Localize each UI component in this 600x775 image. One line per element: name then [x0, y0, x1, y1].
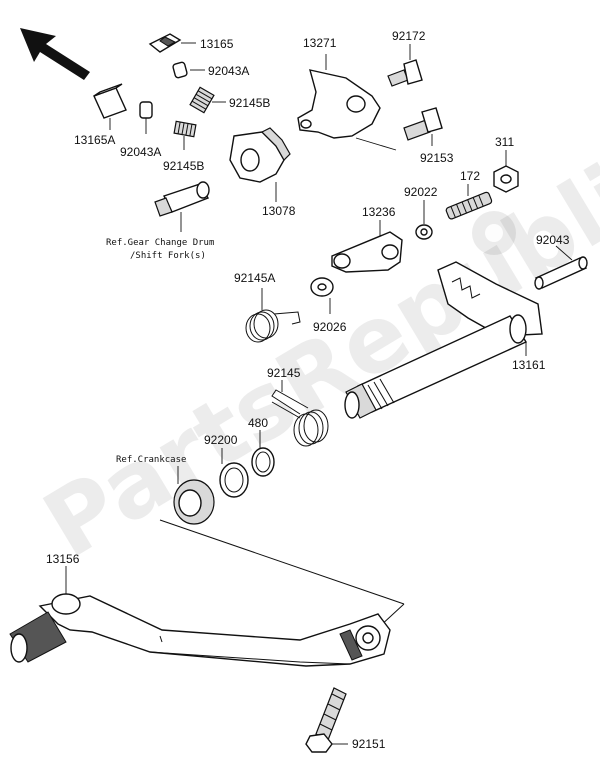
part-drum-pin[interactable] [154, 181, 210, 232]
callout-311: 311 [495, 135, 514, 149]
callout-92026: 92026 [313, 320, 347, 334]
front-direction-arrow-icon [20, 28, 90, 80]
callout-92145B-bottom: 92145B [163, 159, 204, 173]
part-13236[interactable] [331, 220, 403, 273]
ref-gear-change-drum: Ref.Gear Change Drum [106, 238, 214, 248]
callout-92153: 92153 [420, 151, 454, 165]
part-172[interactable] [445, 184, 493, 220]
callout-92151: 92151 [352, 737, 386, 751]
callout-92043A-top: 92043A [208, 64, 249, 78]
part-311[interactable] [493, 150, 519, 193]
callout-92145B-top: 92145B [229, 96, 270, 110]
callout-13165A: 13165A [74, 133, 115, 147]
part-480[interactable] [251, 430, 275, 477]
part-oil-seal[interactable] [173, 466, 215, 525]
part-13156[interactable] [9, 566, 391, 667]
callout-92145: 92145 [267, 366, 301, 380]
part-13161[interactable] [344, 261, 543, 419]
part-92153[interactable] [403, 107, 443, 146]
part-92022[interactable] [415, 200, 433, 240]
part-13271[interactable] [297, 54, 397, 151]
part-92145B-bottom[interactable] [173, 120, 197, 150]
part-92026[interactable] [310, 277, 334, 314]
callout-92172: 92172 [392, 29, 426, 43]
callout-13161: 13161 [512, 358, 546, 372]
part-92151[interactable] [305, 687, 348, 753]
part-92145[interactable] [271, 380, 329, 447]
gear-logo-icon [472, 211, 516, 255]
callout-92022: 92022 [404, 185, 438, 199]
ref-crankcase: Ref.Crankcase [116, 455, 186, 465]
callout-13165: 13165 [200, 37, 234, 51]
callout-92043A-bottom: 92043A [120, 145, 161, 159]
callout-13078: 13078 [262, 204, 296, 218]
part-92043[interactable] [534, 245, 588, 290]
callout-13271: 13271 [303, 36, 337, 50]
part-92043A-top[interactable] [172, 61, 205, 79]
part-13165[interactable] [148, 33, 196, 53]
part-13165A[interactable] [93, 83, 127, 130]
assembly-guide-lines [159, 519, 405, 629]
callout-92200: 92200 [204, 433, 238, 447]
part-92145B-top[interactable] [189, 86, 226, 114]
callout-13156: 13156 [46, 552, 80, 566]
callout-480: 480 [248, 416, 268, 430]
callout-92145A: 92145A [234, 271, 275, 285]
part-13078[interactable] [229, 127, 291, 202]
part-92043A-bottom[interactable] [139, 101, 153, 134]
part-92200[interactable] [219, 448, 249, 498]
callout-92043: 92043 [536, 233, 570, 247]
callout-172: 172 [460, 169, 480, 183]
callout-13236: 13236 [362, 205, 396, 219]
part-92145A[interactable] [245, 288, 301, 343]
part-92172[interactable] [387, 44, 423, 87]
ref-shift-fork: /Shift Fork(s) [130, 251, 206, 261]
